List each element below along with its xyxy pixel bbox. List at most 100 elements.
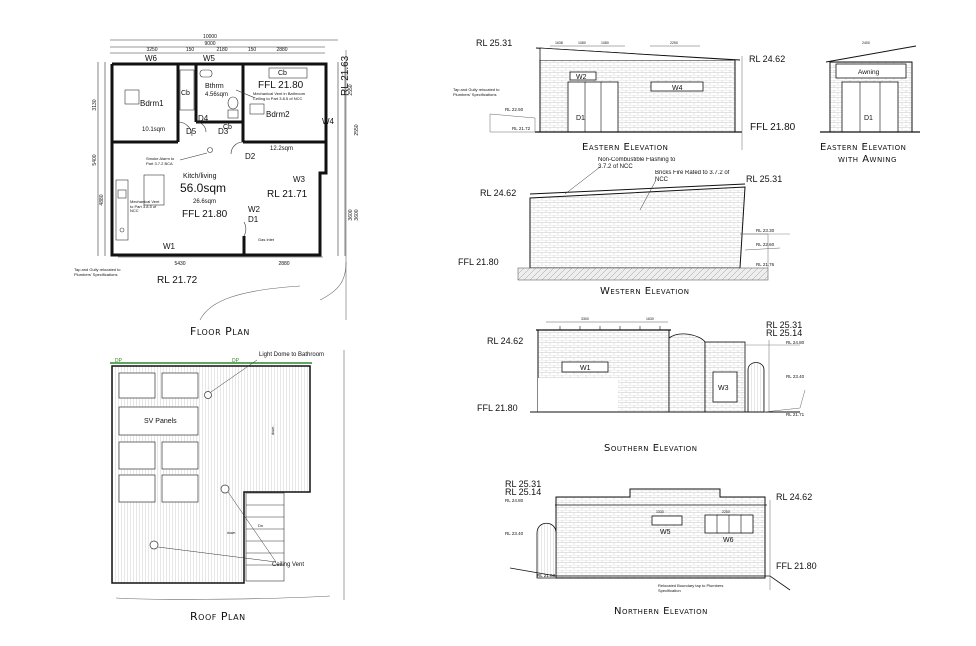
- door-label-d5: D5: [186, 127, 197, 136]
- west-rl-right: RL 25.31: [746, 174, 782, 184]
- roof-steps: [246, 504, 284, 566]
- sv-panel: [118, 474, 156, 503]
- room-kitchen: Kitch/living: [183, 173, 217, 180]
- north-rl-right: RL 24.62: [776, 492, 812, 502]
- awning-d1-label: D1: [864, 115, 873, 122]
- room-bdrm2: Bdrm2: [266, 110, 290, 119]
- cupboard-label: Cb: [278, 70, 287, 77]
- window-label-w3: W3: [293, 175, 306, 184]
- room-bdrm2-area: 12.2sqm: [270, 146, 293, 152]
- north-rl-c: RL 21.63: [537, 573, 556, 578]
- west-note-bricks: Bricks Fire Rated to 3.7.2 of NCC: [655, 170, 729, 183]
- southern-elevation-title: Southern Elevation: [604, 443, 698, 454]
- north-rl-top1: RL 25.31: [505, 479, 541, 489]
- sv-panel: [118, 441, 156, 470]
- south-rl-c: RL 21.71: [786, 412, 805, 417]
- east-window-w4: [650, 81, 704, 92]
- north-w5-label: W5: [660, 529, 671, 536]
- south-rl-top2: RL 25.14: [766, 328, 802, 338]
- ffl-top: FFL 21.80: [258, 80, 304, 91]
- rl-bottom: RL 21.72: [157, 275, 198, 286]
- rl-right-top: RL 21.63: [340, 55, 351, 96]
- northern-elevation: W5 W6 1330 2250 RL 25.31 RL 25.14 RL 24.…: [505, 479, 817, 617]
- south-dim: 3300: [581, 317, 589, 321]
- window-label-w1: W1: [163, 242, 176, 251]
- south-rl-left: RL 24.62: [487, 336, 523, 346]
- west-rl-c: RL 21.76: [756, 262, 775, 267]
- north-dim: 1330: [656, 510, 664, 514]
- north-window-w5: [651, 515, 683, 526]
- western-elevation: RL 23.30 RL 22.60 RL 21.76 RL 24.62 RL 2…: [458, 157, 790, 297]
- ceiling-vent-label: Ceiling Vent: [272, 562, 304, 568]
- dim-right: 2550: [354, 124, 360, 135]
- western-elevation-title: Western Elevation: [600, 286, 690, 297]
- south-window-w3: [712, 371, 738, 403]
- note-tap: Tap and Gully relocated to Plumbers' Spe…: [74, 268, 120, 276]
- dim-top: 150: [186, 47, 195, 53]
- south-w3-label: W3: [718, 385, 729, 392]
- awning: [835, 63, 907, 79]
- northern-elevation-title: Northern Elevation: [614, 606, 708, 617]
- sv-panels-label: SV Panels: [144, 418, 177, 425]
- ffl-main: FFL 21.80: [182, 209, 228, 220]
- sv-panel: [161, 441, 199, 470]
- eastern-awning-title2: with Awning: [838, 154, 897, 165]
- east-ffl: FFL 21.80: [750, 122, 796, 133]
- south-rl-top1: RL 25.31: [766, 320, 802, 330]
- note-smoke: Smoke Alarm to Part 3.7.2 BCA: [146, 157, 174, 165]
- south-rl-b: RL 23.40: [786, 374, 805, 379]
- note-gas: Gas Inlet: [258, 237, 275, 242]
- dim-left: 4880: [99, 194, 105, 205]
- east-window-w2: [569, 71, 597, 81]
- downpipe-label: DP: [115, 358, 123, 364]
- east-dim: 2250: [670, 41, 678, 45]
- door-label-d4: D4: [198, 114, 209, 123]
- east-rl-left: RL 25.31: [476, 38, 512, 48]
- dim-left: 3130: [92, 99, 98, 110]
- awning-dim: 2400: [862, 41, 870, 45]
- east-tap-note: Tap and Gully relocated to Plumbers' Spe…: [453, 88, 499, 96]
- dim-left: 5400: [92, 154, 98, 165]
- south-ffl: FFL 21.80: [477, 403, 518, 413]
- south-window-w1: [561, 361, 609, 373]
- floor-plan-title: Floor Plan: [190, 325, 250, 338]
- dim-right: 3600: [348, 209, 354, 220]
- south-w1-label: W1: [580, 365, 591, 372]
- room-kitchen-area: 26.6sqm: [193, 199, 216, 205]
- south-rl-a: RL 24.80: [786, 340, 805, 345]
- dim-bottom: 2880: [278, 261, 289, 267]
- window-label-w2: W2: [248, 205, 261, 214]
- north-rl-a: RL 24.80: [505, 498, 524, 503]
- west-rl-b: RL 22.60: [756, 242, 775, 247]
- dim-top-overall: 10000: [203, 34, 217, 40]
- cupboard-label: Cb: [181, 90, 190, 97]
- southern-elevation: W1 W3 3300 1630 RL 24.62 FFL 21.80 RL 25…: [477, 317, 806, 454]
- light-dome-icon: [204, 391, 212, 399]
- note-vent: Mechanical Vent in Bathroom Ceiling to P…: [253, 92, 305, 100]
- light-dome-label: Light Dome to Bathroom: [259, 352, 324, 358]
- east-w4-label: W4: [672, 85, 683, 92]
- sv-panel: [118, 406, 199, 436]
- awning-label: Awning: [858, 69, 880, 76]
- dim-top-inner: 9000: [204, 41, 215, 47]
- south-dim: 1630: [646, 317, 654, 321]
- door-label-d3: D3: [218, 127, 229, 136]
- dim-top: 2180: [216, 47, 227, 53]
- east-rl-ground2: RL 21.72: [512, 126, 531, 131]
- west-rl-left: RL 24.62: [480, 188, 516, 198]
- north-rl-top2: RL 25.14: [505, 487, 541, 497]
- sv-panel: [161, 474, 199, 503]
- rl-right: RL 21.71: [267, 189, 308, 200]
- room-bthrm-area: 4.56sqm: [205, 92, 228, 98]
- north-rl-b: RL 23.40: [505, 531, 524, 536]
- downpipe-label: DP: [232, 358, 240, 364]
- north-gate: [536, 522, 557, 579]
- window-label-w5: W5: [203, 54, 216, 63]
- cupboard-label: Cb: [223, 124, 232, 131]
- window-label-w4: W4: [322, 117, 335, 126]
- eastern-elevation: RL 25.31 RL 24.62 W2 W4 D1 1638 1080 108…: [453, 38, 796, 153]
- east-rl-ground1: RL 22.50: [505, 107, 524, 112]
- dim-right: 2550: [348, 84, 354, 95]
- door-label-d1: D1: [248, 215, 259, 224]
- south-gate: [747, 362, 765, 413]
